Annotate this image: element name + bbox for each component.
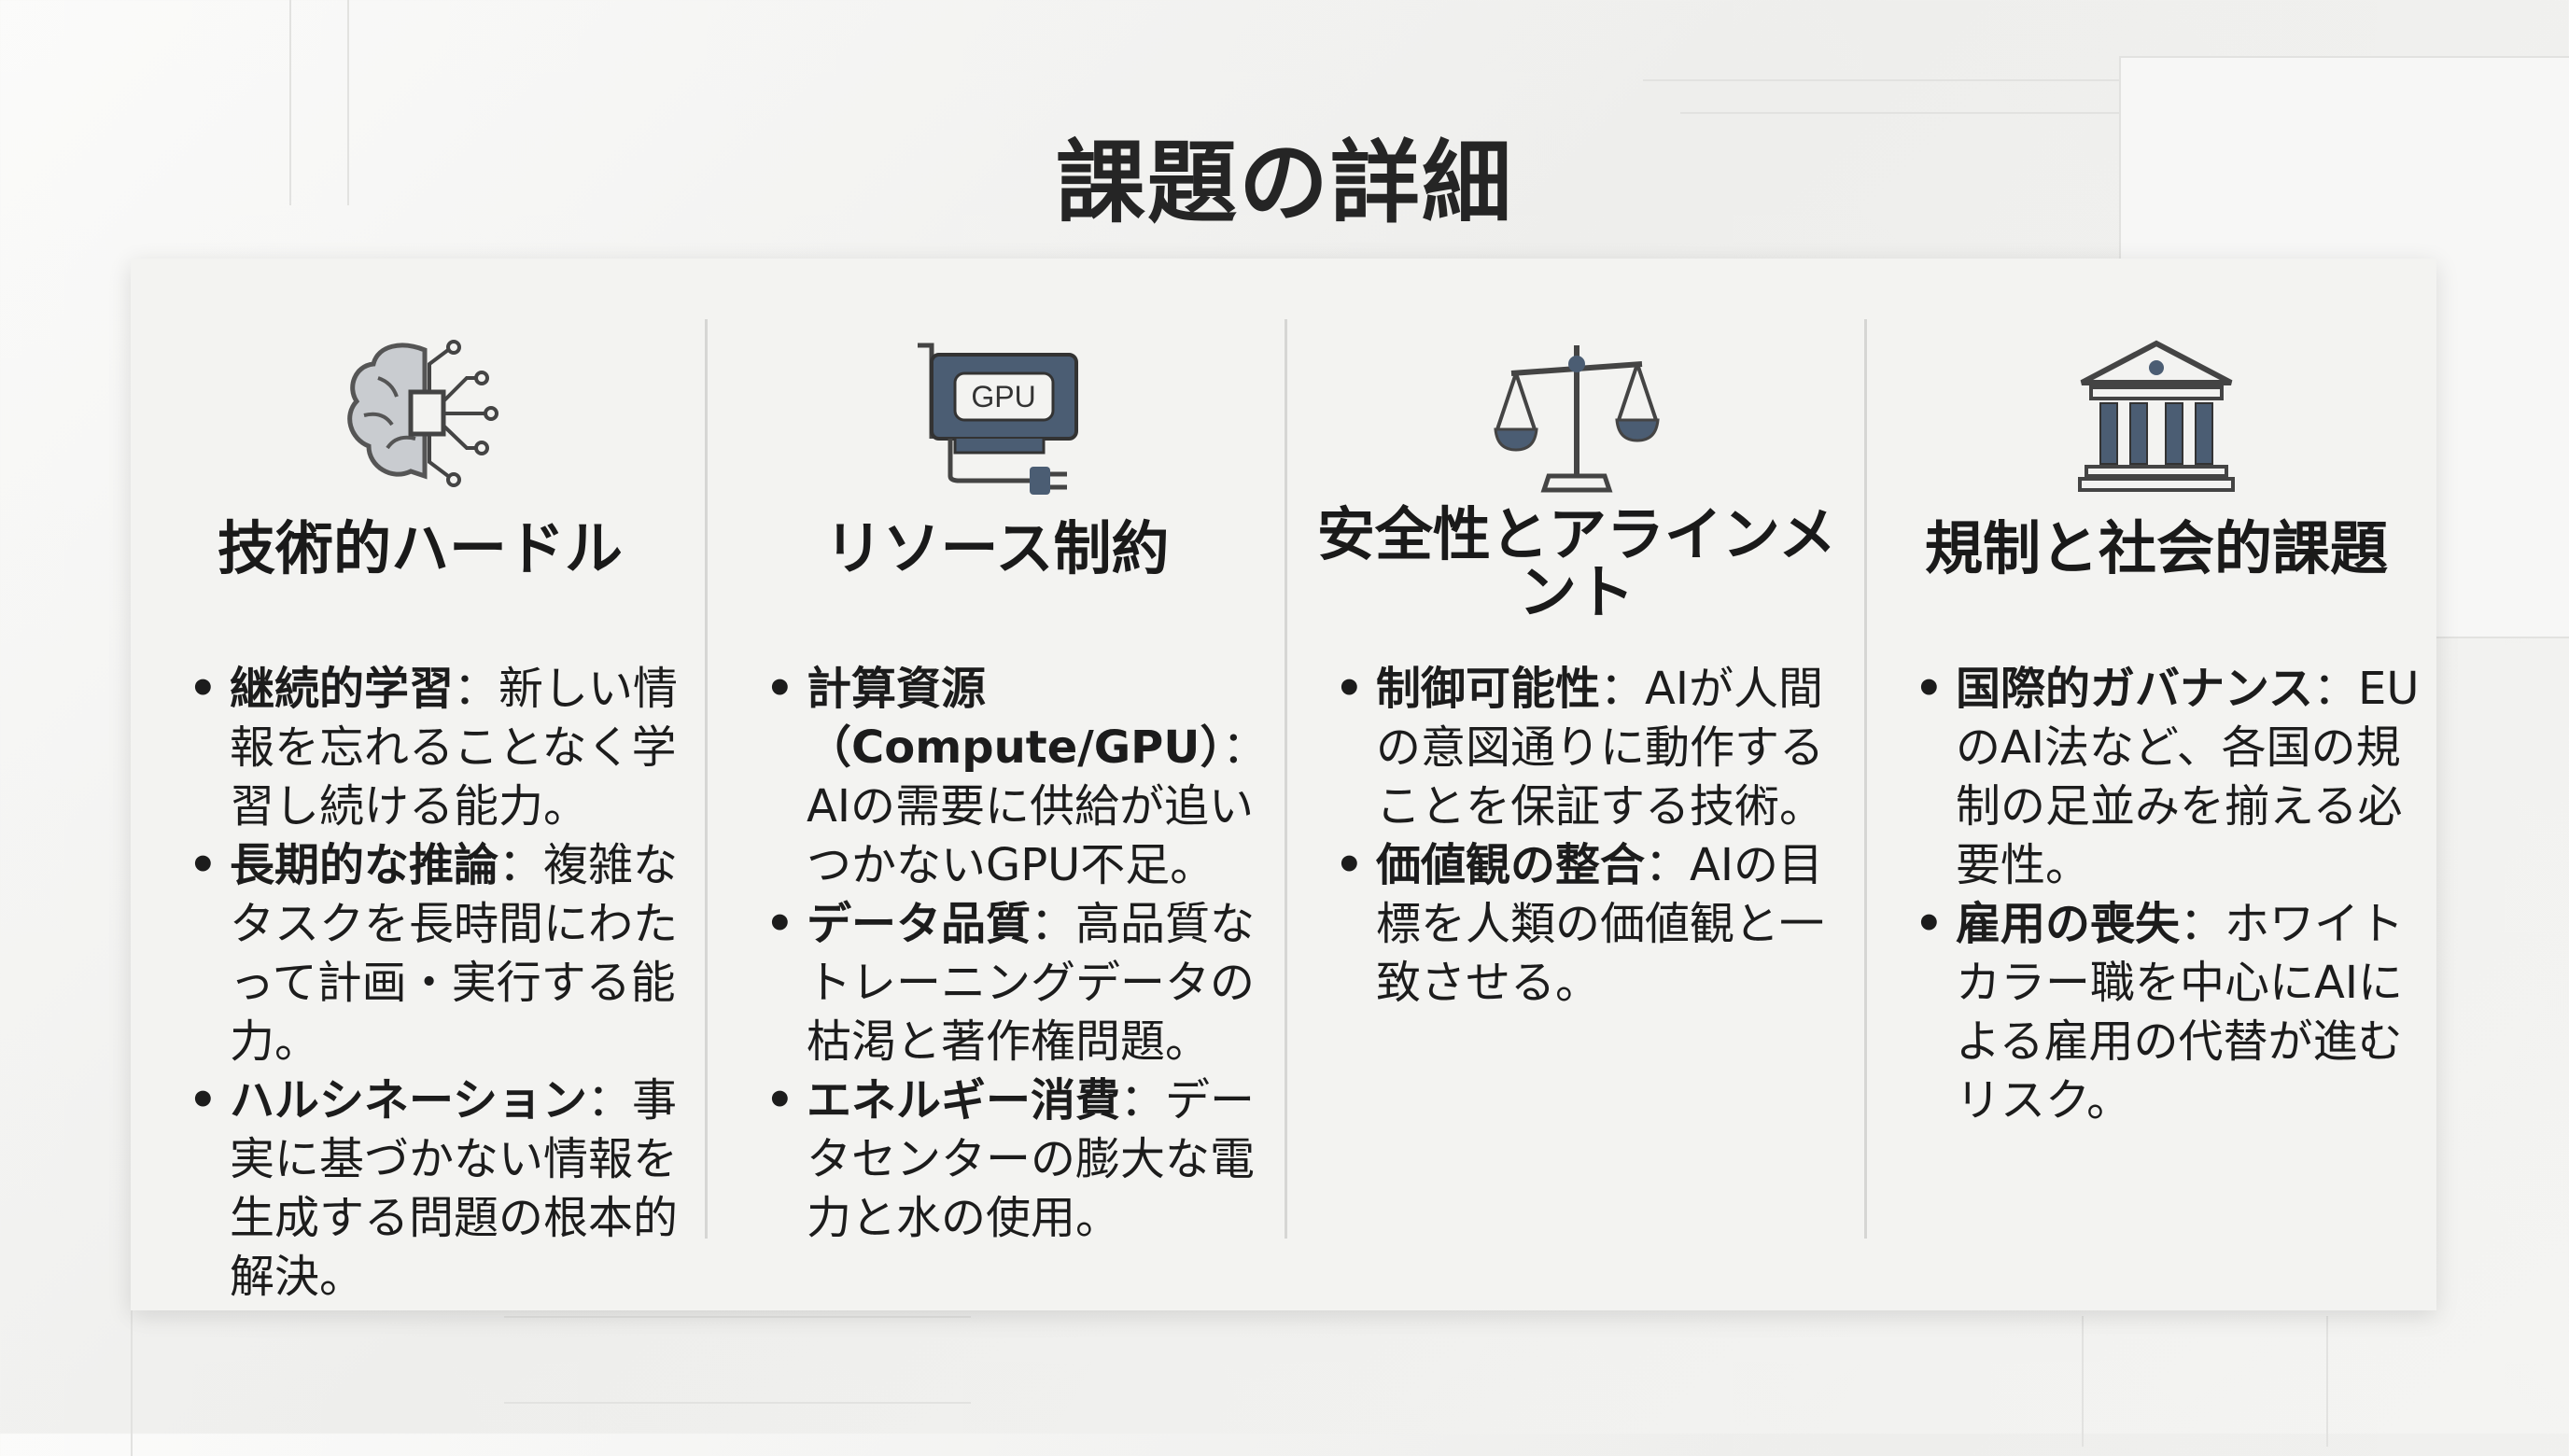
page-title: 課題の詳細 (1056, 131, 1513, 235)
list-item: エネルギー消費：データセンターの膨大な電力と水の使用。 (765, 1071, 1273, 1248)
item-desc: ：高品質なトレーニングデータの枯渇と著作権問題。 (807, 898, 1256, 1068)
column-divider (1284, 319, 1287, 1239)
item-term: 国際的ガバナンス (1956, 663, 2314, 715)
column-technical-hurdles: 技術的ハードル 継続的学習：新しい情報を忘れることなく学習し続ける能力。 長期的… (131, 259, 709, 1310)
item-term: エネルギー消費 (807, 1074, 1121, 1127)
item-desc: ：データセンターの膨大な電力と水の使用。 (807, 1074, 1256, 1244)
bullet-list: 計算資源（Compute/GPU）：AIの需要に供給が追いつかないGPU不足。 … (765, 660, 1273, 1248)
item-desc: ：事実に基づかない情報を生成する問題の根本的解決。 (230, 1074, 679, 1303)
gpu-label: GPU (971, 380, 1035, 413)
item-desc: ：複雑なタスクを長時間にわたって計画・実行する能力。 (230, 839, 679, 1068)
item-term: ハルシネーション (230, 1074, 588, 1127)
column-heading: 技術的ハードル (217, 514, 623, 582)
background-decoration (504, 1316, 971, 1404)
background-decoration (289, 0, 349, 205)
list-item: 長期的な推論：複雑なタスクを長時間にわたって計画・実行する能力。 (189, 836, 696, 1071)
column-heading: 規制と社会的課題 (1924, 514, 2388, 582)
background-decoration (2082, 1316, 2328, 1447)
list-item: ハルシネーション：事実に基づかない情報を生成する問題の根本的解決。 (189, 1071, 696, 1307)
list-item: 国際的ガバナンス：EUのAI法など、各国の規制の足並みを揃える必要性。 (1915, 660, 2433, 895)
list-item: 計算資源（Compute/GPU）：AIの需要に供給が追いつかないGPU不足。 (765, 660, 1273, 895)
background-decoration (1680, 112, 2520, 114)
column-heading: 安全性とアラインメント (1316, 500, 1837, 626)
list-item: 制御可能性：AIが人間の意図通りに動作することを保証する技術。 (1335, 660, 1853, 836)
bullet-list: 継続的学習：新しい情報を忘れることなく学習し続ける能力。 長期的な推論：複雑なタ… (189, 660, 696, 1307)
item-term: 継続的学習 (230, 663, 455, 715)
item-term: データ品質 (807, 898, 1032, 950)
column-divider (705, 319, 708, 1239)
item-desc: ：AIの目標を人類の価値観と一致させる。 (1376, 839, 1825, 1009)
item-term: 長期的な推論 (230, 839, 499, 891)
government-building-icon (2078, 340, 2235, 492)
item-desc: ：ホワイトカラー職を中心にAIによる雇用の代替が進むリスク。 (1956, 898, 2405, 1127)
item-term: 制御可能性 (1376, 663, 1601, 715)
bullet-list: 制御可能性：AIが人間の意図通りに動作することを保証する技術。 価値観の整合：A… (1335, 660, 1853, 1013)
item-term: 雇用の喪失 (1956, 898, 2181, 950)
item-desc: ：EUのAI法など、各国の規制の足並みを揃える必要性。 (1956, 663, 2420, 891)
item-term: 計算資源（Compute/GPU） (807, 663, 1223, 774)
item-desc: ：AIが人間の意図通りに動作することを保証する技術。 (1376, 663, 1825, 833)
column-regulation-society: 規制と社会的課題 国際的ガバナンス：EUのAI法など、各国の規制の足並みを揃える… (1867, 259, 2446, 1310)
bullet-list: 国際的ガバナンス：EUのAI法など、各国の規制の足並みを揃える必要性。 雇用の喪… (1915, 660, 2433, 1130)
list-item: 雇用の喪失：ホワイトカラー職を中心にAIによる雇用の代替が進むリスク。 (1915, 895, 2433, 1130)
balance-scale-icon (1494, 345, 1660, 493)
list-item: データ品質：高品質なトレーニングデータの枯渇と著作権問題。 (765, 895, 1273, 1071)
item-desc: ：AIの需要に供給が追いつかないGPU不足。 (807, 721, 1268, 891)
challenges-card: 技術的ハードル 継続的学習：新しい情報を忘れることなく学習し続ける能力。 長期的… (131, 259, 2436, 1310)
column-divider (1864, 319, 1867, 1239)
column-safety-alignment: 安全性とアラインメント 制御可能性：AIが人間の意図通りに動作することを保証する… (1287, 259, 1866, 1310)
list-item: 価値観の整合：AIの目標を人類の価値観と一致させる。 (1335, 836, 1853, 1013)
background-decoration (1643, 79, 2483, 81)
item-desc: ：新しい情報を忘れることなく学習し続ける能力。 (230, 663, 679, 833)
column-heading: リソース制約 (824, 514, 1170, 582)
list-item: 継続的学習：新しい情報を忘れることなく学習し続ける能力。 (189, 660, 696, 836)
column-resource-constraints: GPU リソース制約 計算資源（Compute/GPU）：AIの需要に供給が追い… (708, 259, 1286, 1310)
gpu-card-icon: GPU (918, 343, 1078, 495)
item-term: 価値観の整合 (1376, 839, 1646, 891)
brain-circuit-icon (347, 340, 498, 487)
background-decoration (0, 933, 133, 1456)
